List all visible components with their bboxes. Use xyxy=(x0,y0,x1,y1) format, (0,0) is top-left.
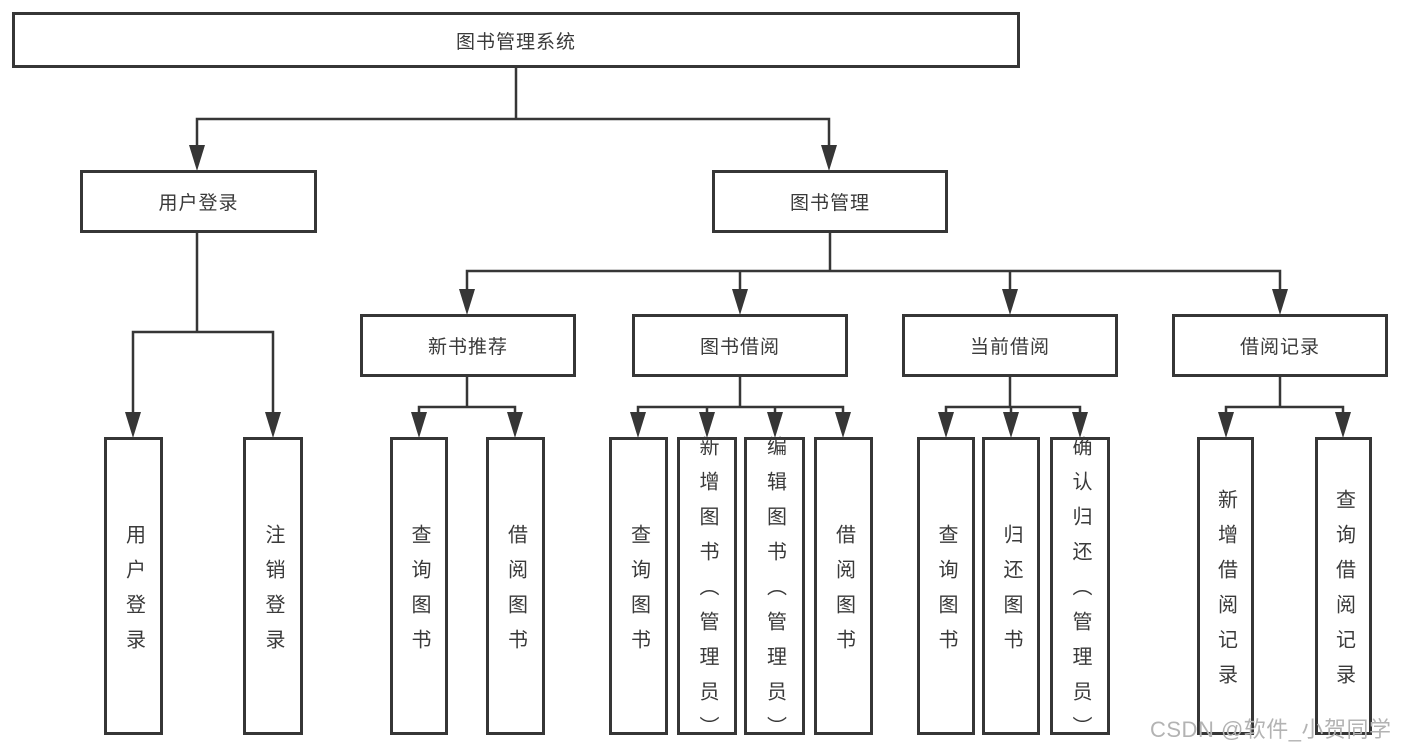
arrowhead-borrow-edit xyxy=(767,412,783,438)
arrowhead-recommend-borrow xyxy=(507,412,523,438)
leaf-record-add: 新增借阅记录 xyxy=(1197,437,1254,735)
leaf-recommend-query-book: 查询图书 xyxy=(390,437,448,735)
arrowhead-borrow-borrow xyxy=(835,412,851,438)
leaf-logout: 注销登录 xyxy=(243,437,303,735)
arrowhead-user-login xyxy=(189,145,205,171)
arrowhead-borrow-query xyxy=(630,412,646,438)
node-label: 查询图书 xyxy=(408,523,430,664)
node-label: 新增图书（管理员） xyxy=(696,436,718,747)
node-library-management-system: 图书管理系统 xyxy=(12,12,1020,68)
wire-record-rail xyxy=(1224,405,1345,416)
node-label: 图书管理系统 xyxy=(455,31,576,53)
leaf-borrow-add-book-admin: 新增图书（管理员） xyxy=(677,436,737,747)
node-label: 图书借阅 xyxy=(699,337,780,358)
arrowhead-new-book-recommend xyxy=(459,289,475,315)
leaf-borrow-borrow-book: 借阅图书 xyxy=(814,437,873,735)
arrowhead-current-return xyxy=(1003,412,1019,438)
node-label: 查询图书 xyxy=(935,523,957,664)
arrowhead-current-query xyxy=(938,412,954,438)
node-label: 借阅记录 xyxy=(1239,337,1320,358)
arrowhead-recommend-query xyxy=(411,412,427,438)
wire-borrow-rail xyxy=(636,405,845,416)
wire-userlogin-rail xyxy=(131,330,275,416)
arrowhead-record-add xyxy=(1218,412,1234,438)
node-current-borrow: 当前借阅 xyxy=(902,314,1118,377)
leaf-current-confirm-return-admin: 确认归还（管理员） xyxy=(1050,436,1110,747)
arrowhead-book-management xyxy=(821,145,837,171)
node-borrow-record: 借阅记录 xyxy=(1172,314,1388,377)
node-label: 新书推荐 xyxy=(427,337,508,358)
node-label: 归还图书 xyxy=(1000,523,1022,664)
wire-current-rail xyxy=(944,405,1082,416)
node-user-login: 用户登录 xyxy=(80,170,317,233)
node-label: 用户登录 xyxy=(158,193,239,214)
node-label: 查询借阅记录 xyxy=(1332,488,1355,699)
node-label: 图书管理 xyxy=(789,193,870,214)
arrowhead-borrow-add xyxy=(699,412,715,438)
arrowhead-book-borrow xyxy=(732,289,748,315)
node-label: 注销登录 xyxy=(262,523,284,664)
node-label: 新增借阅记录 xyxy=(1214,488,1237,699)
node-label: 确认归还（管理员） xyxy=(1069,436,1091,747)
wire-level3-rail xyxy=(465,269,1282,290)
leaf-user-login: 用户登录 xyxy=(104,437,163,735)
node-label: 当前借阅 xyxy=(969,337,1050,358)
leaf-recommend-borrow-book: 借阅图书 xyxy=(486,437,545,735)
arrowhead-record-query xyxy=(1335,412,1351,438)
leaf-current-return-book: 归还图书 xyxy=(982,437,1040,735)
arrowhead-login xyxy=(125,412,141,438)
node-label: 查询图书 xyxy=(627,523,650,664)
node-book-management: 图书管理 xyxy=(712,170,948,233)
node-new-book-recommend: 新书推荐 xyxy=(360,314,576,377)
node-book-borrow: 图书借阅 xyxy=(632,314,848,377)
arrowhead-current-borrow xyxy=(1002,289,1018,315)
wire-level2-rail xyxy=(195,117,831,150)
leaf-borrow-edit-book-admin: 编辑图书（管理员） xyxy=(744,436,805,747)
arrowhead-current-confirm xyxy=(1072,412,1088,438)
node-label: 借阅图书 xyxy=(504,523,527,664)
node-label: 用户登录 xyxy=(122,523,145,664)
leaf-current-query-book: 查询图书 xyxy=(917,437,975,735)
arrowhead-logout xyxy=(265,412,281,438)
node-label: 借阅图书 xyxy=(832,523,855,664)
node-label: 编辑图书（管理员） xyxy=(763,436,786,747)
wire-recommend-rail xyxy=(417,405,517,416)
leaf-borrow-query-book: 查询图书 xyxy=(609,437,668,735)
csdn-watermark: CSDN @软件_小贺同学 xyxy=(1150,717,1392,742)
leaf-record-query: 查询借阅记录 xyxy=(1315,437,1372,735)
arrowhead-borrow-record xyxy=(1272,289,1288,315)
